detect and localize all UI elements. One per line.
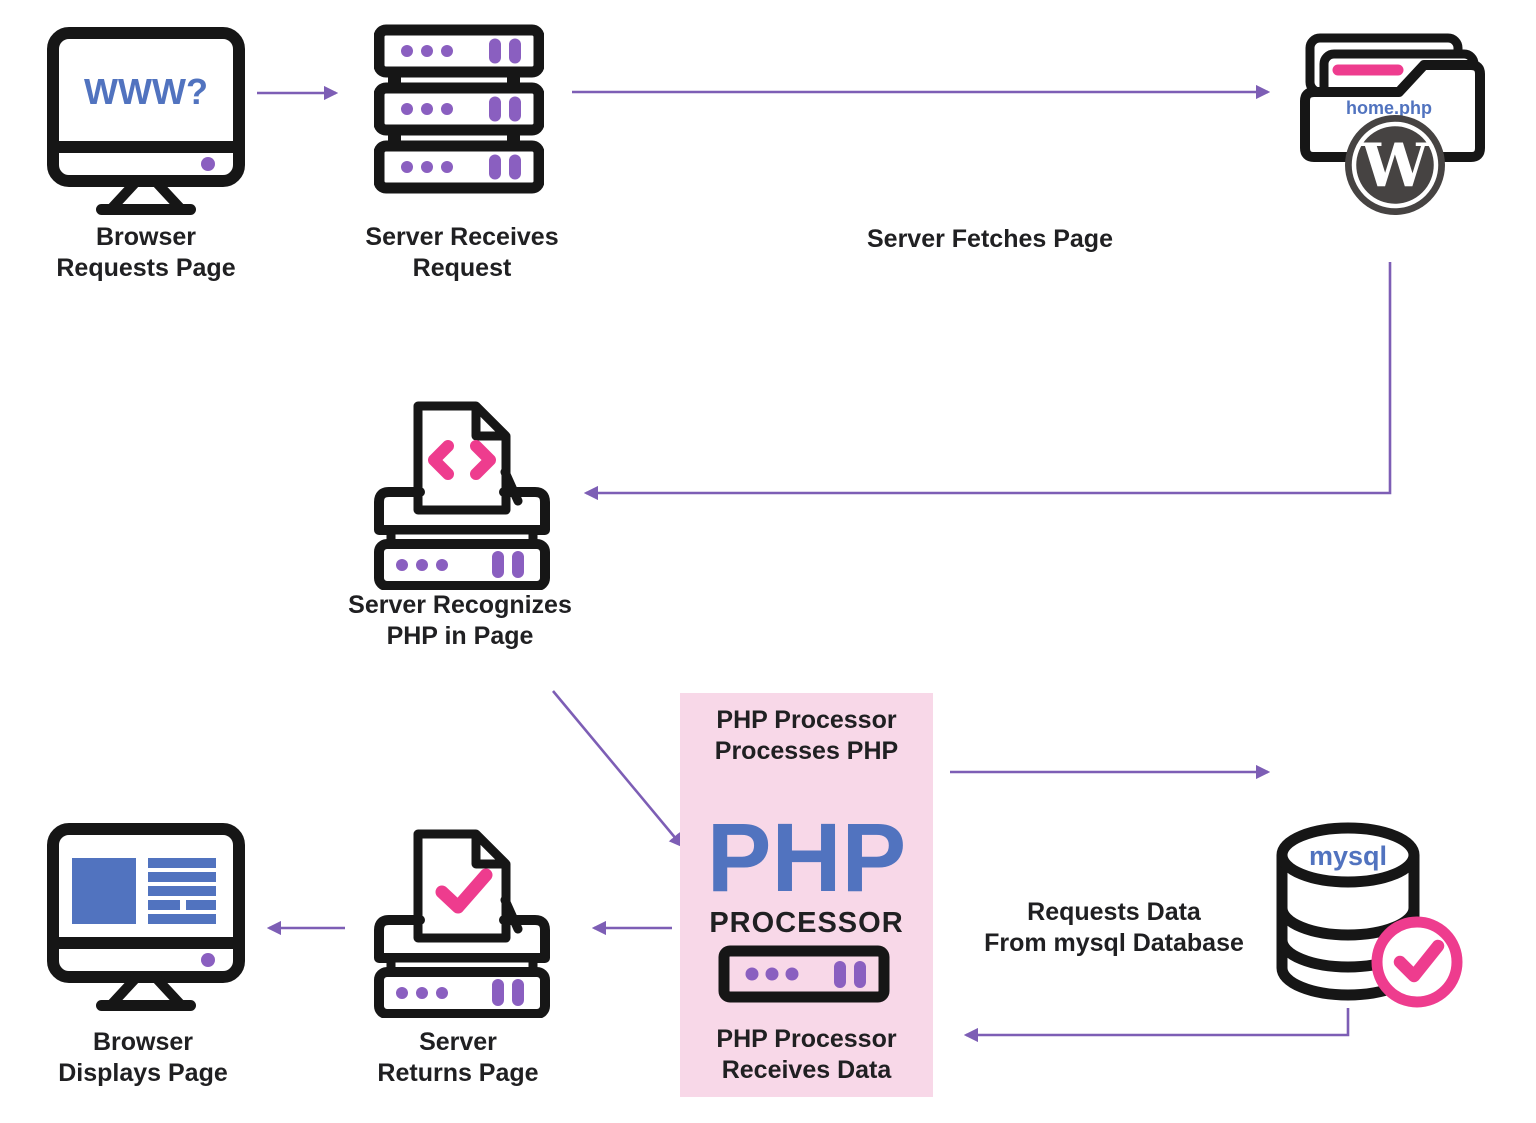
wordpress-icon: W bbox=[1345, 115, 1445, 215]
php-logo-text: PHP bbox=[706, 803, 907, 912]
label-server-recognizes: Server Recognizes PHP in Page bbox=[348, 591, 572, 650]
label-php-receives: PHP Processor Receives Data bbox=[716, 1025, 897, 1084]
server-check-document-icon bbox=[374, 829, 550, 1018]
power-dot bbox=[201, 953, 215, 967]
label-browser-requests: Browser Requests Page bbox=[56, 223, 236, 282]
php-processor-box: PHP Processor Processes PHP PHP PROCESSO… bbox=[680, 693, 933, 1097]
label-php-processes: PHP Processor Processes PHP bbox=[714, 706, 899, 765]
server-code-document-icon bbox=[374, 401, 550, 590]
server-stack-icon bbox=[374, 24, 544, 194]
label-browser-displays: Browser Displays Page bbox=[58, 1028, 228, 1087]
arrow-page-to-recognize bbox=[583, 262, 1392, 501]
label-server-fetches: Server Fetches Page bbox=[867, 225, 1113, 253]
label-server-returns: Server Returns Page bbox=[377, 1028, 539, 1087]
check-icon bbox=[435, 868, 493, 914]
power-dot bbox=[201, 157, 215, 171]
browser-monitor-icon: WWW? bbox=[47, 27, 245, 215]
wordpress-w: W bbox=[1360, 131, 1430, 201]
www-text: WWW? bbox=[84, 71, 208, 112]
label-requests-data: Requests Data From mysql Database bbox=[984, 898, 1244, 957]
home-php-filename: home.php bbox=[1346, 98, 1432, 118]
server-unit-icon bbox=[718, 945, 890, 1003]
page-layout-graphic bbox=[72, 858, 216, 924]
code-brackets-icon bbox=[428, 440, 496, 480]
mysql-database-icon: mysql bbox=[1276, 822, 1463, 1008]
mysql-label: mysql bbox=[1309, 841, 1387, 871]
arrow-recognize-to-php bbox=[552, 690, 684, 848]
folder-home-php-icon: home.php W bbox=[1300, 33, 1485, 215]
check-circle-icon bbox=[1371, 916, 1463, 1008]
processor-text: PROCESSOR bbox=[709, 907, 904, 939]
browser-display-monitor-icon bbox=[47, 823, 245, 1011]
label-server-receives: Server Receives Request bbox=[365, 223, 559, 282]
